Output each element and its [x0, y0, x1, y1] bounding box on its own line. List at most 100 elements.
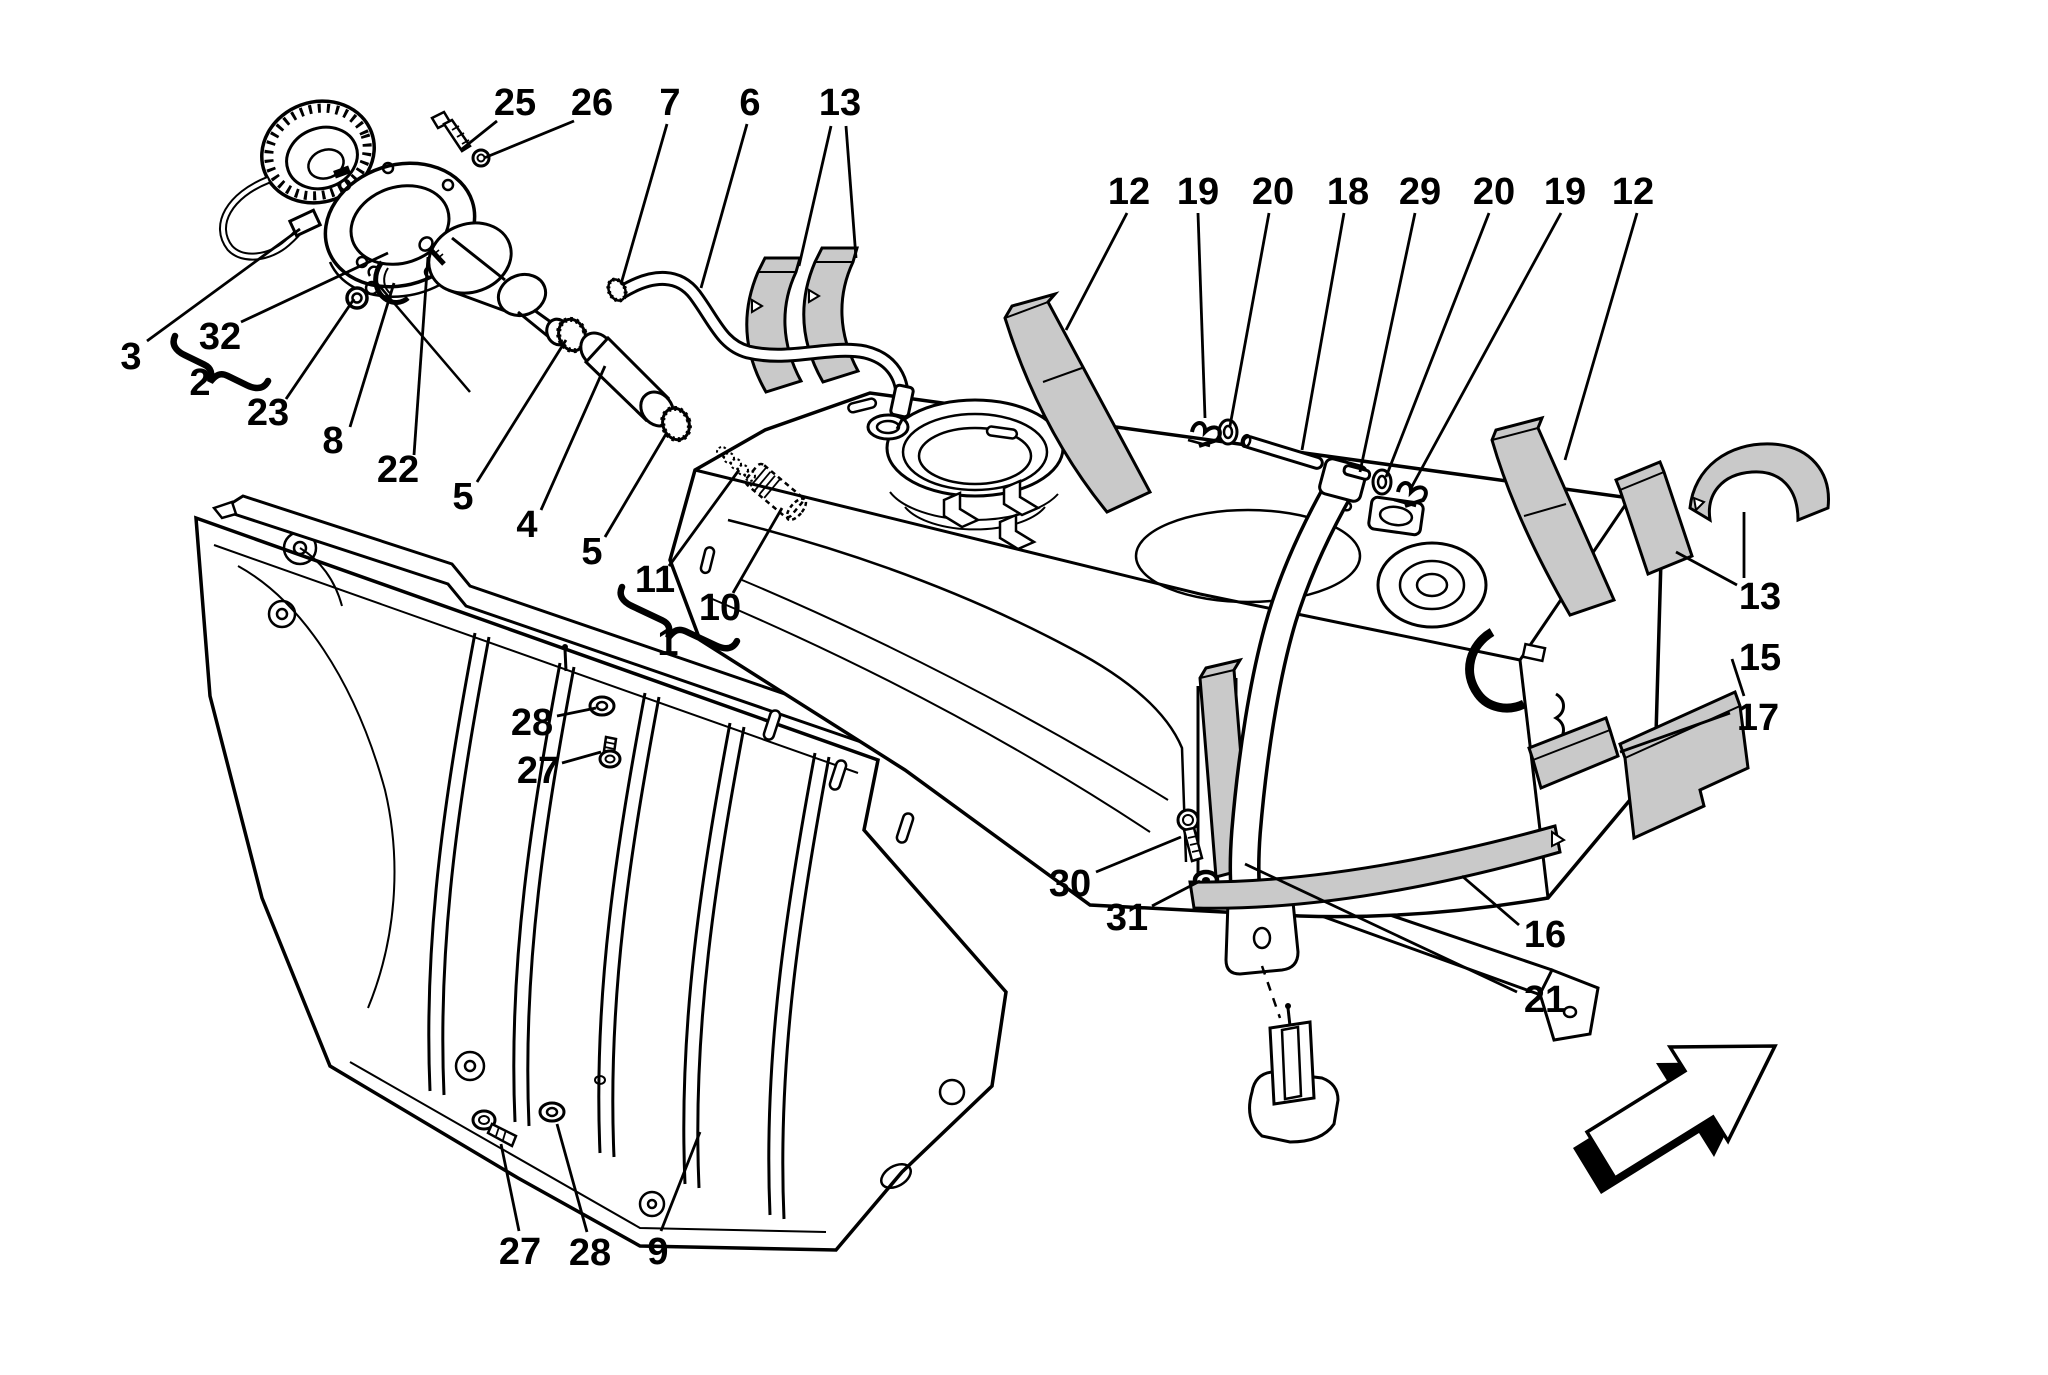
leader-line-8 — [348, 282, 396, 428]
rail-bolt-27 — [598, 735, 622, 769]
rail-washer-28 — [588, 695, 616, 717]
pad-13-right-flat — [1614, 460, 1694, 576]
leader-line-4 — [539, 365, 607, 511]
leader-line-32 — [240, 251, 389, 324]
leader-line-20 — [1384, 212, 1491, 478]
pad-17 — [1527, 716, 1620, 791]
part-label-29-9: 29 — [1399, 171, 1441, 213]
hose-clamp-7 — [606, 277, 628, 303]
part-label-13-4: 13 — [819, 82, 861, 124]
part-label-25-0: 25 — [494, 82, 536, 124]
clip-19-right — [1393, 481, 1428, 508]
pin-29 — [1342, 464, 1372, 481]
part-label-20-7: 20 — [1252, 171, 1294, 213]
leader-line-19 — [1196, 212, 1207, 419]
leader-line-26 — [483, 119, 575, 160]
strap-foot — [1224, 890, 1300, 976]
tank-sender-boss — [1376, 541, 1547, 713]
hose-clamp-5-lower — [660, 405, 692, 443]
shield-holes — [267, 530, 966, 1218]
leader-lines — [146, 119, 1746, 1233]
tank-pump-recess — [1134, 508, 1362, 604]
leader-line-20 — [1228, 212, 1271, 427]
leader-line-18 — [1300, 212, 1346, 451]
leader-line-12 — [1064, 212, 1129, 331]
direction-arrow — [1573, 1044, 1778, 1194]
leader-line-30 — [1095, 835, 1182, 874]
leader-line-27 — [499, 1143, 521, 1232]
part-label-16-29: 16 — [1524, 914, 1566, 956]
leader-line-22 — [412, 256, 430, 456]
leader-line-25 — [461, 119, 498, 151]
leader-line-12 — [1563, 212, 1639, 461]
part-label-28-25: 28 — [511, 702, 553, 744]
group-brace-2 — [170, 332, 272, 392]
part-label-5-19: 5 — [452, 476, 473, 518]
leader-line-5 — [475, 339, 568, 483]
fuel-filler-cap — [260, 99, 376, 205]
tank-filler-ring — [885, 398, 1065, 531]
part-label-12-5: 12 — [1108, 171, 1150, 213]
leader-line-13 — [844, 125, 858, 259]
leader-line-21 — [1244, 862, 1518, 994]
part-label-26-1: 26 — [571, 82, 613, 124]
shield-bolt-27 — [471, 1109, 518, 1148]
part-label-1-24: 1 — [657, 622, 678, 664]
fitting-10 — [744, 462, 808, 522]
part-label-8-17: 8 — [322, 420, 343, 462]
leader-line-3 — [146, 227, 301, 343]
part-label-9-36: 9 — [647, 1231, 668, 1273]
leader-line-7 — [619, 123, 669, 285]
shield-washer-28 — [538, 1075, 606, 1123]
part-label-18-8: 18 — [1327, 171, 1369, 213]
pad-16 — [1188, 824, 1566, 910]
strap-12-left — [1003, 291, 1153, 514]
bolt-25 — [430, 110, 472, 153]
group-brace-1 — [617, 583, 741, 652]
pad-13-right-arch — [1688, 442, 1830, 523]
leader-line-16 — [1461, 874, 1520, 927]
part-label-2-15: 2 — [189, 362, 210, 404]
leader-line-31 — [1151, 879, 1201, 908]
clip-19-left — [1187, 421, 1222, 448]
leader-line-6 — [699, 123, 749, 289]
hose-end-connector — [889, 383, 915, 419]
bolt-30 — [1176, 808, 1204, 863]
part-label-30-27: 30 — [1049, 863, 1091, 905]
leader-line-15 — [1730, 658, 1746, 697]
part-label-12-12: 12 — [1612, 171, 1654, 213]
part-label-5-21: 5 — [581, 531, 602, 573]
leader-line-13 — [797, 125, 833, 267]
tank-vent-spigot — [866, 413, 910, 441]
leader-line-17 — [1619, 711, 1731, 754]
part-label-23-16: 23 — [247, 392, 289, 434]
strap-12-right — [1490, 415, 1617, 617]
leader-line-13 — [1675, 550, 1738, 587]
part-label-13-31: 13 — [1739, 576, 1781, 618]
fuel-tank-body — [668, 391, 1664, 919]
leader-line-29 — [1358, 212, 1417, 473]
leader-line-10 — [731, 507, 784, 594]
leader-line-23 — [284, 298, 356, 400]
strap-anchor-pedestal — [1248, 965, 1340, 1144]
part-label-27-26: 27 — [517, 750, 559, 792]
part-label-32-14: 32 — [199, 316, 241, 358]
sender-rod-hook — [367, 265, 379, 277]
part-label-10-23: 10 — [699, 587, 741, 629]
part-label-19-11: 19 — [1544, 171, 1586, 213]
clamp-8 — [373, 260, 410, 305]
tank-strap — [1224, 457, 1368, 976]
rod-18 — [1240, 433, 1324, 470]
screw-22 — [418, 236, 446, 266]
tank-brackets — [942, 479, 1041, 551]
part-label-6-3: 6 — [739, 82, 760, 124]
part-label-7-2: 7 — [659, 82, 680, 124]
leader-line-11 — [667, 469, 741, 567]
part-label-3-13: 3 — [120, 336, 141, 378]
leader-line-27 — [561, 750, 602, 765]
breather-hose-6 — [606, 271, 915, 430]
leader-line-19 — [1408, 212, 1563, 491]
part-label-27-34: 27 — [499, 1231, 541, 1273]
leader-line-9 — [659, 1131, 702, 1232]
